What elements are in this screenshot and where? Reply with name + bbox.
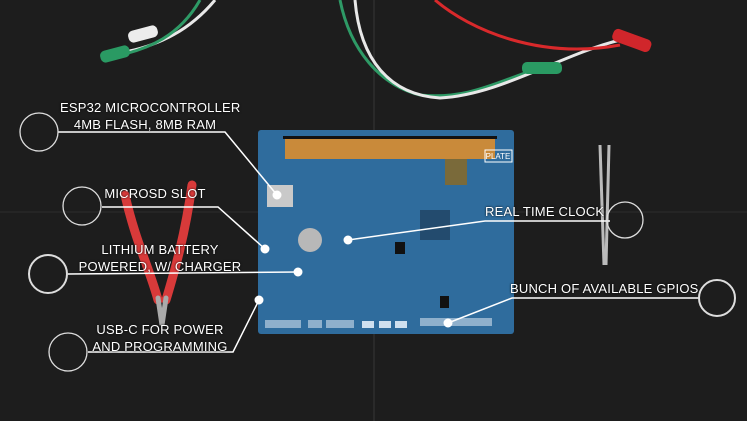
board: PLATE <box>258 130 514 334</box>
gpio-label-line1: BUNCH OF AVAILABLE GPIOS <box>510 281 699 296</box>
esp32-label-line1: ESP32 MICROCONTROLLER <box>60 100 241 115</box>
microsd-label-line1: MICROSD SLOT <box>104 186 206 201</box>
gpio-label: BUNCH OF AVAILABLE GPIOS <box>510 280 699 297</box>
tweezers <box>598 144 611 266</box>
microsd-label: MICROSD SLOT <box>100 185 210 202</box>
battery-label: LITHIUM BATTERY POWERED, W/ CHARGER <box>75 241 245 275</box>
callout-dots <box>254 190 453 328</box>
callout-lines <box>58 131 700 353</box>
alligator-clips <box>100 25 652 74</box>
cables <box>109 0 621 100</box>
rtc-label: REAL TIME CLOCK <box>485 203 605 220</box>
usbc-label-line1: USB-C FOR POWER <box>96 322 224 337</box>
esp32-label-line2: 4MB FLASH, 8MB RAM <box>73 117 217 132</box>
esp32-label: ESP32 MICROCONTROLLER 4MB FLASH, 8MB RAM <box>60 99 241 133</box>
battery-label-line1: LITHIUM BATTERY <box>101 242 219 257</box>
rtc-label-line1: REAL TIME CLOCK <box>485 204 605 219</box>
usbc-label-line2: AND PROGRAMMING <box>92 339 228 354</box>
usbc-label: USB-C FOR POWER AND PROGRAMMING <box>90 321 230 355</box>
battery-label-line2: POWERED, W/ CHARGER <box>78 259 242 274</box>
wire-cutters <box>120 180 197 326</box>
callout-ring-icons <box>19 112 736 372</box>
board-badge: PLATE <box>486 152 511 161</box>
